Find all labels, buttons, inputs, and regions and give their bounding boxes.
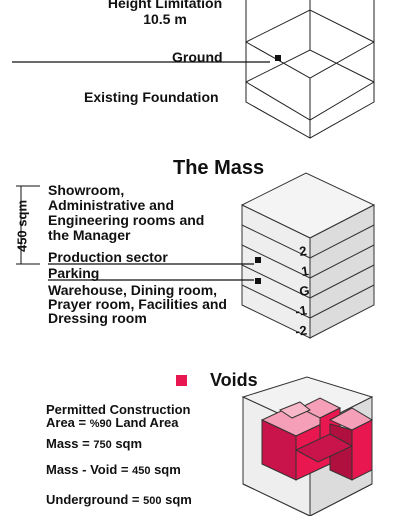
floor-label: G: [298, 283, 310, 299]
voids-section-title: Voids: [210, 370, 258, 390]
ground-marker: [275, 55, 281, 61]
height-wireframe-box: [245, 0, 375, 139]
existing-foundation-label: Existing Foundation: [84, 89, 219, 105]
permitted-area-percent: %90: [89, 418, 112, 430]
program-block-parking: Parking: [48, 265, 100, 281]
parking-marker: [255, 278, 261, 284]
mass-stat-unit: sqm: [111, 436, 143, 451]
permitted-area-stat: Permitted Construction Area = %90 Land A…: [46, 403, 190, 431]
ground-label: Ground: [172, 49, 223, 65]
floor-label: -1: [294, 303, 308, 319]
program-line: Dressing room: [48, 310, 147, 326]
program-block-lower: Warehouse, Dining room, Prayer room, Fac…: [48, 283, 227, 325]
permitted-area-prefix: Area =: [46, 415, 90, 430]
mass-void-stat-unit: sqm: [150, 462, 181, 477]
height-limitation-value: 10.5 m: [143, 11, 187, 27]
program-line: Warehouse, Dining room,: [48, 282, 218, 298]
underground-stat-value: 500: [143, 495, 162, 507]
mass-side-label: 450 sqm: [14, 199, 30, 253]
mass-side-label-wrap: 450 sqm: [8, 186, 30, 266]
program-line: Engineering rooms and: [48, 212, 205, 228]
program-line: Administrative and: [48, 197, 175, 213]
mass-void-stat: Mass - Void = 450 sqm: [46, 463, 181, 478]
mass-stat-label: Mass =: [46, 436, 94, 451]
mass-stat: Mass = 750 sqm: [46, 437, 142, 452]
voids-block: [241, 376, 374, 516]
height-limitation-title: Height Limitation: [107, 0, 223, 11]
underground-stat: Underground = 500 sqm: [46, 493, 192, 508]
sqm-bracket: [16, 185, 40, 265]
program-block-upper: Showroom, Administrative and Engineering…: [48, 183, 204, 243]
floor-label: 2: [298, 243, 307, 259]
production-marker: [255, 257, 261, 263]
permitted-area-suffix: Land Area: [111, 415, 179, 430]
voids-legend-swatch: [176, 375, 187, 386]
floor-label: 1: [300, 263, 309, 279]
permitted-area-line: Area = %90 Land Area: [46, 416, 190, 431]
underground-stat-unit: sqm: [161, 492, 192, 507]
underground-stat-label: Underground =: [46, 492, 144, 507]
height-limitation-label: Height Limitation 10.5 m: [100, 0, 230, 27]
mass-section-title: The Mass: [173, 157, 265, 179]
mass-void-stat-label: Mass - Void =: [46, 462, 133, 477]
program-line: the Manager: [48, 227, 131, 243]
mass-void-stat-value: 450: [132, 465, 151, 477]
floor-label: -2: [294, 323, 308, 339]
mass-stat-value: 750: [93, 439, 112, 451]
mass-floor-labels: 2 1 G -1 -2: [294, 243, 310, 339]
program-line: Showroom,: [48, 182, 125, 198]
permitted-label: Permitted Construction: [46, 402, 191, 417]
program-line: Prayer room, Facilities and: [48, 296, 227, 312]
program-block-production: Production sector: [48, 249, 168, 265]
mass-stack: [240, 172, 376, 339]
